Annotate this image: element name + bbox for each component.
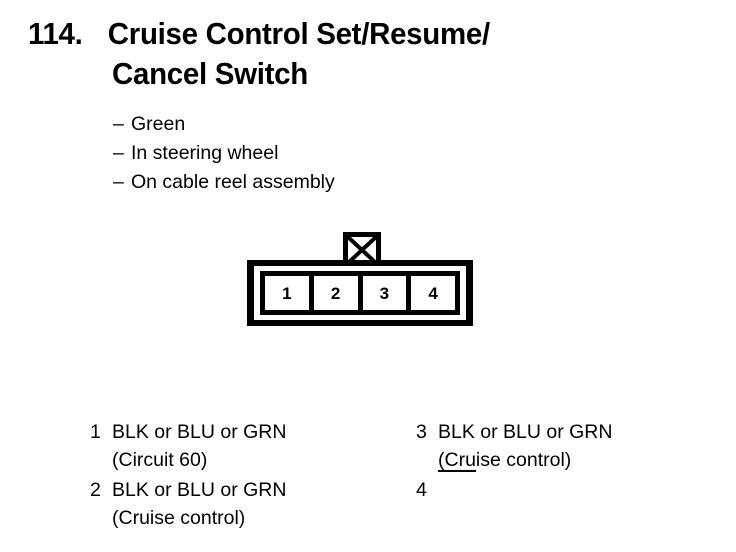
pin-wire-colors: BLK or BLU or GRN	[112, 421, 287, 443]
dash-bullet-icon: –	[113, 171, 124, 193]
pin-number-label: 2	[330, 283, 341, 303]
description-item-location: – In steering wheel	[113, 139, 613, 168]
connector-tab-inner	[348, 237, 376, 263]
pin-wire-colors: BLK or BLU or GRN	[112, 479, 287, 501]
description-item-assembly: – On cable reel assembly	[113, 168, 613, 197]
pin-circuit-name: (Cruise control)	[438, 449, 572, 471]
description-item-label: In steering wheel	[131, 142, 279, 164]
title-text-line-1: Cruise Control Set/Resume/	[107, 16, 490, 51]
pin-legend-entry-3: 3 BLK or BLU or GRN (Cruise control)	[416, 418, 716, 474]
description-item-color: – Green	[113, 110, 613, 139]
pin-number: 4	[416, 479, 427, 501]
pin-number: 2	[90, 479, 101, 501]
pin-number: 1	[90, 421, 101, 443]
pin-circuit-name: (Cruise control)	[112, 507, 246, 529]
pin-legend: 1 BLK or BLU or GRN (Circuit 60) 2 BLK o…	[0, 418, 736, 538]
connector-pin-cavity-4: 4	[411, 276, 455, 310]
title-line-1: 114. Cruise Control Set/Resume/	[28, 14, 655, 54]
pin-number-label: 4	[428, 283, 438, 303]
pin-legend-entry-4: 4	[416, 470, 716, 504]
pin-circuit-name: (Circuit 60)	[112, 449, 208, 471]
pin-legend-row: 2 BLK or BLU or GRN	[90, 476, 410, 504]
pin-wire-colors: BLK or BLU or GRN	[438, 421, 613, 443]
pin-legend-row: 4	[416, 470, 716, 504]
pin-legend-left-column: 1 BLK or BLU or GRN (Circuit 60) 2 BLK o…	[90, 418, 410, 534]
description-list: – Green – In steering wheel – On cable r…	[113, 110, 613, 197]
pin-number-label: 3	[379, 283, 390, 303]
pin-legend-row: 3 BLK or BLU or GRN	[416, 418, 716, 446]
connector-locking-tab	[343, 232, 381, 263]
title-text-line-2: Cancel Switch	[112, 56, 308, 91]
dash-bullet-icon: –	[113, 142, 124, 164]
connector-body: 1 2 3 4	[247, 260, 473, 326]
pin-number-label: 1	[282, 283, 292, 303]
x-cross-icon	[348, 237, 376, 263]
title-line-2: Cancel Switch	[112, 54, 659, 94]
connector-pin-cavity-3: 3	[362, 276, 407, 310]
pin-unused-dash-icon	[438, 470, 476, 472]
description-item-label: Green	[131, 113, 186, 135]
pin-legend-row: 1 BLK or BLU or GRN	[90, 418, 410, 446]
entry-number: 114.	[28, 16, 83, 51]
connector-pin-cavity-1: 1	[265, 276, 309, 310]
page-title: 114. Cruise Control Set/Resume/ Cancel S…	[28, 14, 688, 94]
connector-pin-cavity-2: 2	[313, 276, 358, 310]
connector-body-gap: 1 2 3 4	[254, 266, 466, 320]
description-item-label: On cable reel assembly	[131, 171, 335, 193]
pin-legend-entry-1: 1 BLK or BLU or GRN (Circuit 60)	[90, 418, 410, 474]
connector-cavity-frame: 1 2 3 4	[260, 271, 460, 315]
dash-bullet-icon: –	[113, 113, 124, 135]
connector-diagram: 1 2 3 4	[247, 232, 473, 326]
pin-legend-right-column: 3 BLK or BLU or GRN (Cruise control) 4	[416, 418, 716, 506]
pin-number: 3	[416, 421, 427, 443]
pin-legend-entry-2: 2 BLK or BLU or GRN (Cruise control)	[90, 476, 410, 532]
